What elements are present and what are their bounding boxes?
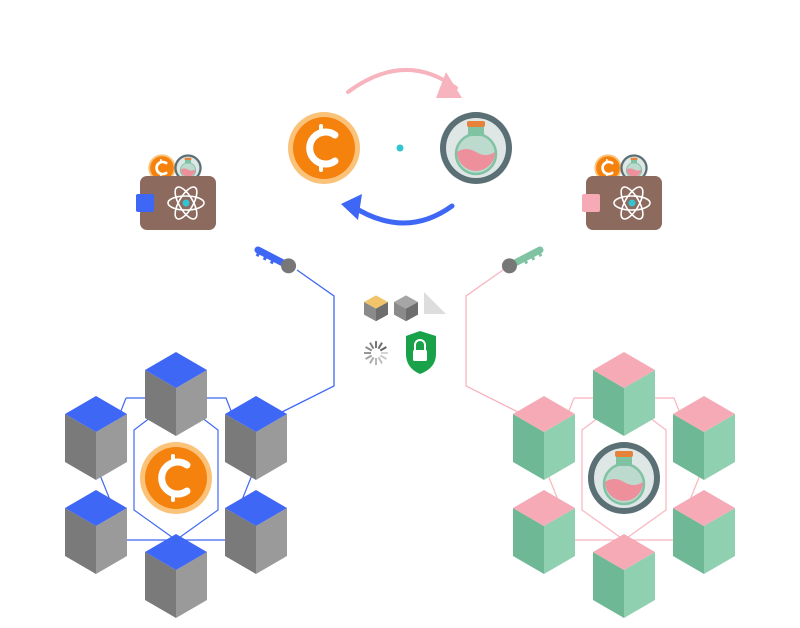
left-key [254, 246, 297, 274]
cube-top-face [65, 490, 127, 526]
spinner-tick [369, 356, 375, 364]
cube-top-face [513, 396, 575, 432]
cube-icon [593, 534, 655, 618]
wallet-clasp [582, 194, 600, 212]
left-connector-line [281, 269, 335, 413]
cube-icon [225, 490, 287, 574]
paper-fold-icon [424, 292, 446, 314]
cube-right-face [624, 552, 655, 618]
cube-left-face [513, 508, 544, 574]
cube-left-face [65, 508, 96, 574]
cube-left-face [593, 552, 624, 618]
cube-icon [145, 534, 207, 618]
key-tooth [529, 253, 536, 261]
cube-icon [593, 352, 655, 436]
cube-icon [65, 396, 127, 480]
lock-shield-icon [406, 331, 436, 374]
cube-icon [673, 396, 735, 480]
spinner-tick [365, 354, 373, 360]
lock-shackle [414, 339, 426, 350]
block-face [364, 302, 376, 322]
swap-arrowhead-blue [341, 194, 362, 220]
chain-coin-icon [140, 442, 212, 514]
cube-top-face [673, 490, 735, 526]
cube-right-face [624, 370, 655, 436]
spinner-tick [377, 356, 383, 364]
cube-left-face [145, 552, 176, 618]
spinner-tick [379, 354, 387, 360]
cube-right-face [256, 414, 287, 480]
swap-arrowhead-pink [436, 72, 462, 98]
potion-token-icon [438, 110, 514, 186]
key-socket [281, 258, 297, 274]
cube-top-face [593, 534, 655, 570]
cube-left-face [673, 414, 704, 480]
cube-top-face [145, 352, 207, 388]
cube-icon [225, 396, 287, 480]
cube-top-face [593, 352, 655, 388]
cube-right-face [96, 508, 127, 574]
key-icon [509, 246, 544, 268]
cube-right-face [704, 508, 735, 574]
coin-icon [288, 112, 360, 184]
right-wallet [582, 152, 663, 231]
cube-left-face [225, 414, 256, 480]
cube-right-face [544, 414, 575, 480]
cube-left-face [145, 370, 176, 436]
cube-left-face [225, 508, 256, 574]
cube-top-face [225, 396, 287, 432]
block-face [376, 302, 388, 322]
cube-top-face [145, 534, 207, 570]
key-tooth [262, 253, 269, 261]
key-tooth [536, 250, 543, 257]
gray-block [394, 295, 418, 322]
cube-left-face [513, 414, 544, 480]
spinner-tick [377, 342, 383, 350]
cube-left-face [593, 370, 624, 436]
cube-icon [513, 490, 575, 574]
block-icon [394, 295, 418, 309]
block-face [394, 302, 406, 322]
cube-left-face [65, 414, 96, 480]
cube-icon [673, 490, 735, 574]
cube-left-face [673, 508, 704, 574]
gold-block [364, 295, 388, 322]
lock-body [413, 350, 427, 361]
left-blockchain [65, 352, 287, 618]
spinner-tick [369, 342, 375, 350]
left-wallet [136, 152, 217, 231]
key-tooth [255, 250, 262, 257]
chain-potion-icon [586, 440, 662, 516]
spinner-tick [365, 346, 373, 352]
key-icon [254, 246, 289, 268]
cube-icon [513, 396, 575, 480]
cube-top-face [65, 396, 127, 432]
right-key [501, 246, 544, 274]
cube-icon [65, 490, 127, 574]
cube-top-face [513, 490, 575, 526]
right-connector-line [465, 269, 519, 413]
cube-top-face [225, 490, 287, 526]
cube-right-face [704, 414, 735, 480]
cube-right-face [96, 414, 127, 480]
block-face [406, 302, 418, 322]
cube-right-face [176, 370, 207, 436]
key-tooth [522, 257, 529, 265]
loading-spinner-icon [364, 341, 388, 365]
cube-right-face [544, 508, 575, 574]
cube-icon [145, 352, 207, 436]
swap-arrow-blue [349, 203, 455, 226]
cube-right-face [256, 508, 287, 574]
wallet-clasp [136, 194, 154, 212]
center-dot [396, 144, 404, 152]
key-tooth [269, 257, 276, 265]
cube-right-face [176, 552, 207, 618]
block-icon [364, 295, 388, 309]
key-socket [501, 258, 517, 274]
cube-top-face [673, 396, 735, 432]
right-blockchain [513, 352, 735, 618]
spinner-tick [379, 346, 387, 352]
